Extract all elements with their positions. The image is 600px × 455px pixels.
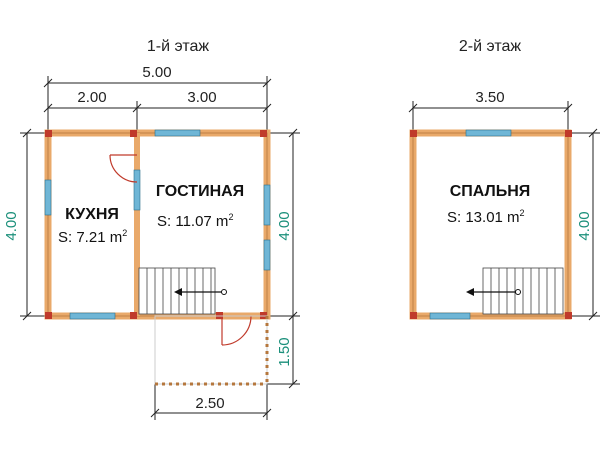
bedroom-area-unit-sup: 2 (520, 208, 525, 218)
floor1-staircase (138, 267, 227, 315)
dim-terrace-height: 1.50 (276, 337, 293, 366)
floor2-staircase (466, 267, 564, 315)
dim-floor2-height: 4.00 (576, 211, 593, 240)
floor2-windows (429, 129, 512, 320)
kitchen-name: КУХНЯ (65, 206, 119, 223)
dim-terrace-width: 2.50 (195, 395, 224, 412)
kitchen-area-unit-sup: 2 (122, 228, 127, 238)
floor2-title: 2-й этаж (459, 38, 521, 55)
floor1-top-dimensions (43, 76, 272, 133)
dim-left-height: 4.00 (3, 211, 20, 240)
dim-left-width: 2.00 (77, 89, 106, 106)
floor2-corner-marks (410, 130, 572, 319)
dim-right-width: 3.00 (187, 89, 216, 106)
floor1-doors (109, 154, 252, 346)
bedroom-area: S: 13.01 m2 (447, 208, 525, 226)
dim-total-width: 5.00 (142, 64, 171, 81)
living-area-unit-sup: 2 (228, 212, 233, 222)
living-area-value: S: 11.07 m (157, 213, 228, 230)
dim-floor2-width: 3.50 (475, 89, 504, 106)
floor1-title: 1-й этаж (147, 38, 209, 55)
floor1-windows (44, 129, 271, 320)
kitchen-area: S: 7.21 m2 (58, 228, 127, 246)
dim-right-height: 4.00 (276, 211, 293, 240)
bedroom-area-value: S: 13.01 m (447, 209, 520, 226)
floor1-side-dimensions (20, 128, 300, 420)
terrace (154, 315, 269, 386)
living-area: S: 11.07 m2 (157, 212, 233, 230)
kitchen-area-value: S: 7.21 m (58, 229, 122, 246)
bedroom-name: СПАЛЬНЯ (450, 183, 531, 200)
living-name: ГОСТИНАЯ (156, 183, 244, 200)
floor2-dimensions (408, 101, 600, 321)
